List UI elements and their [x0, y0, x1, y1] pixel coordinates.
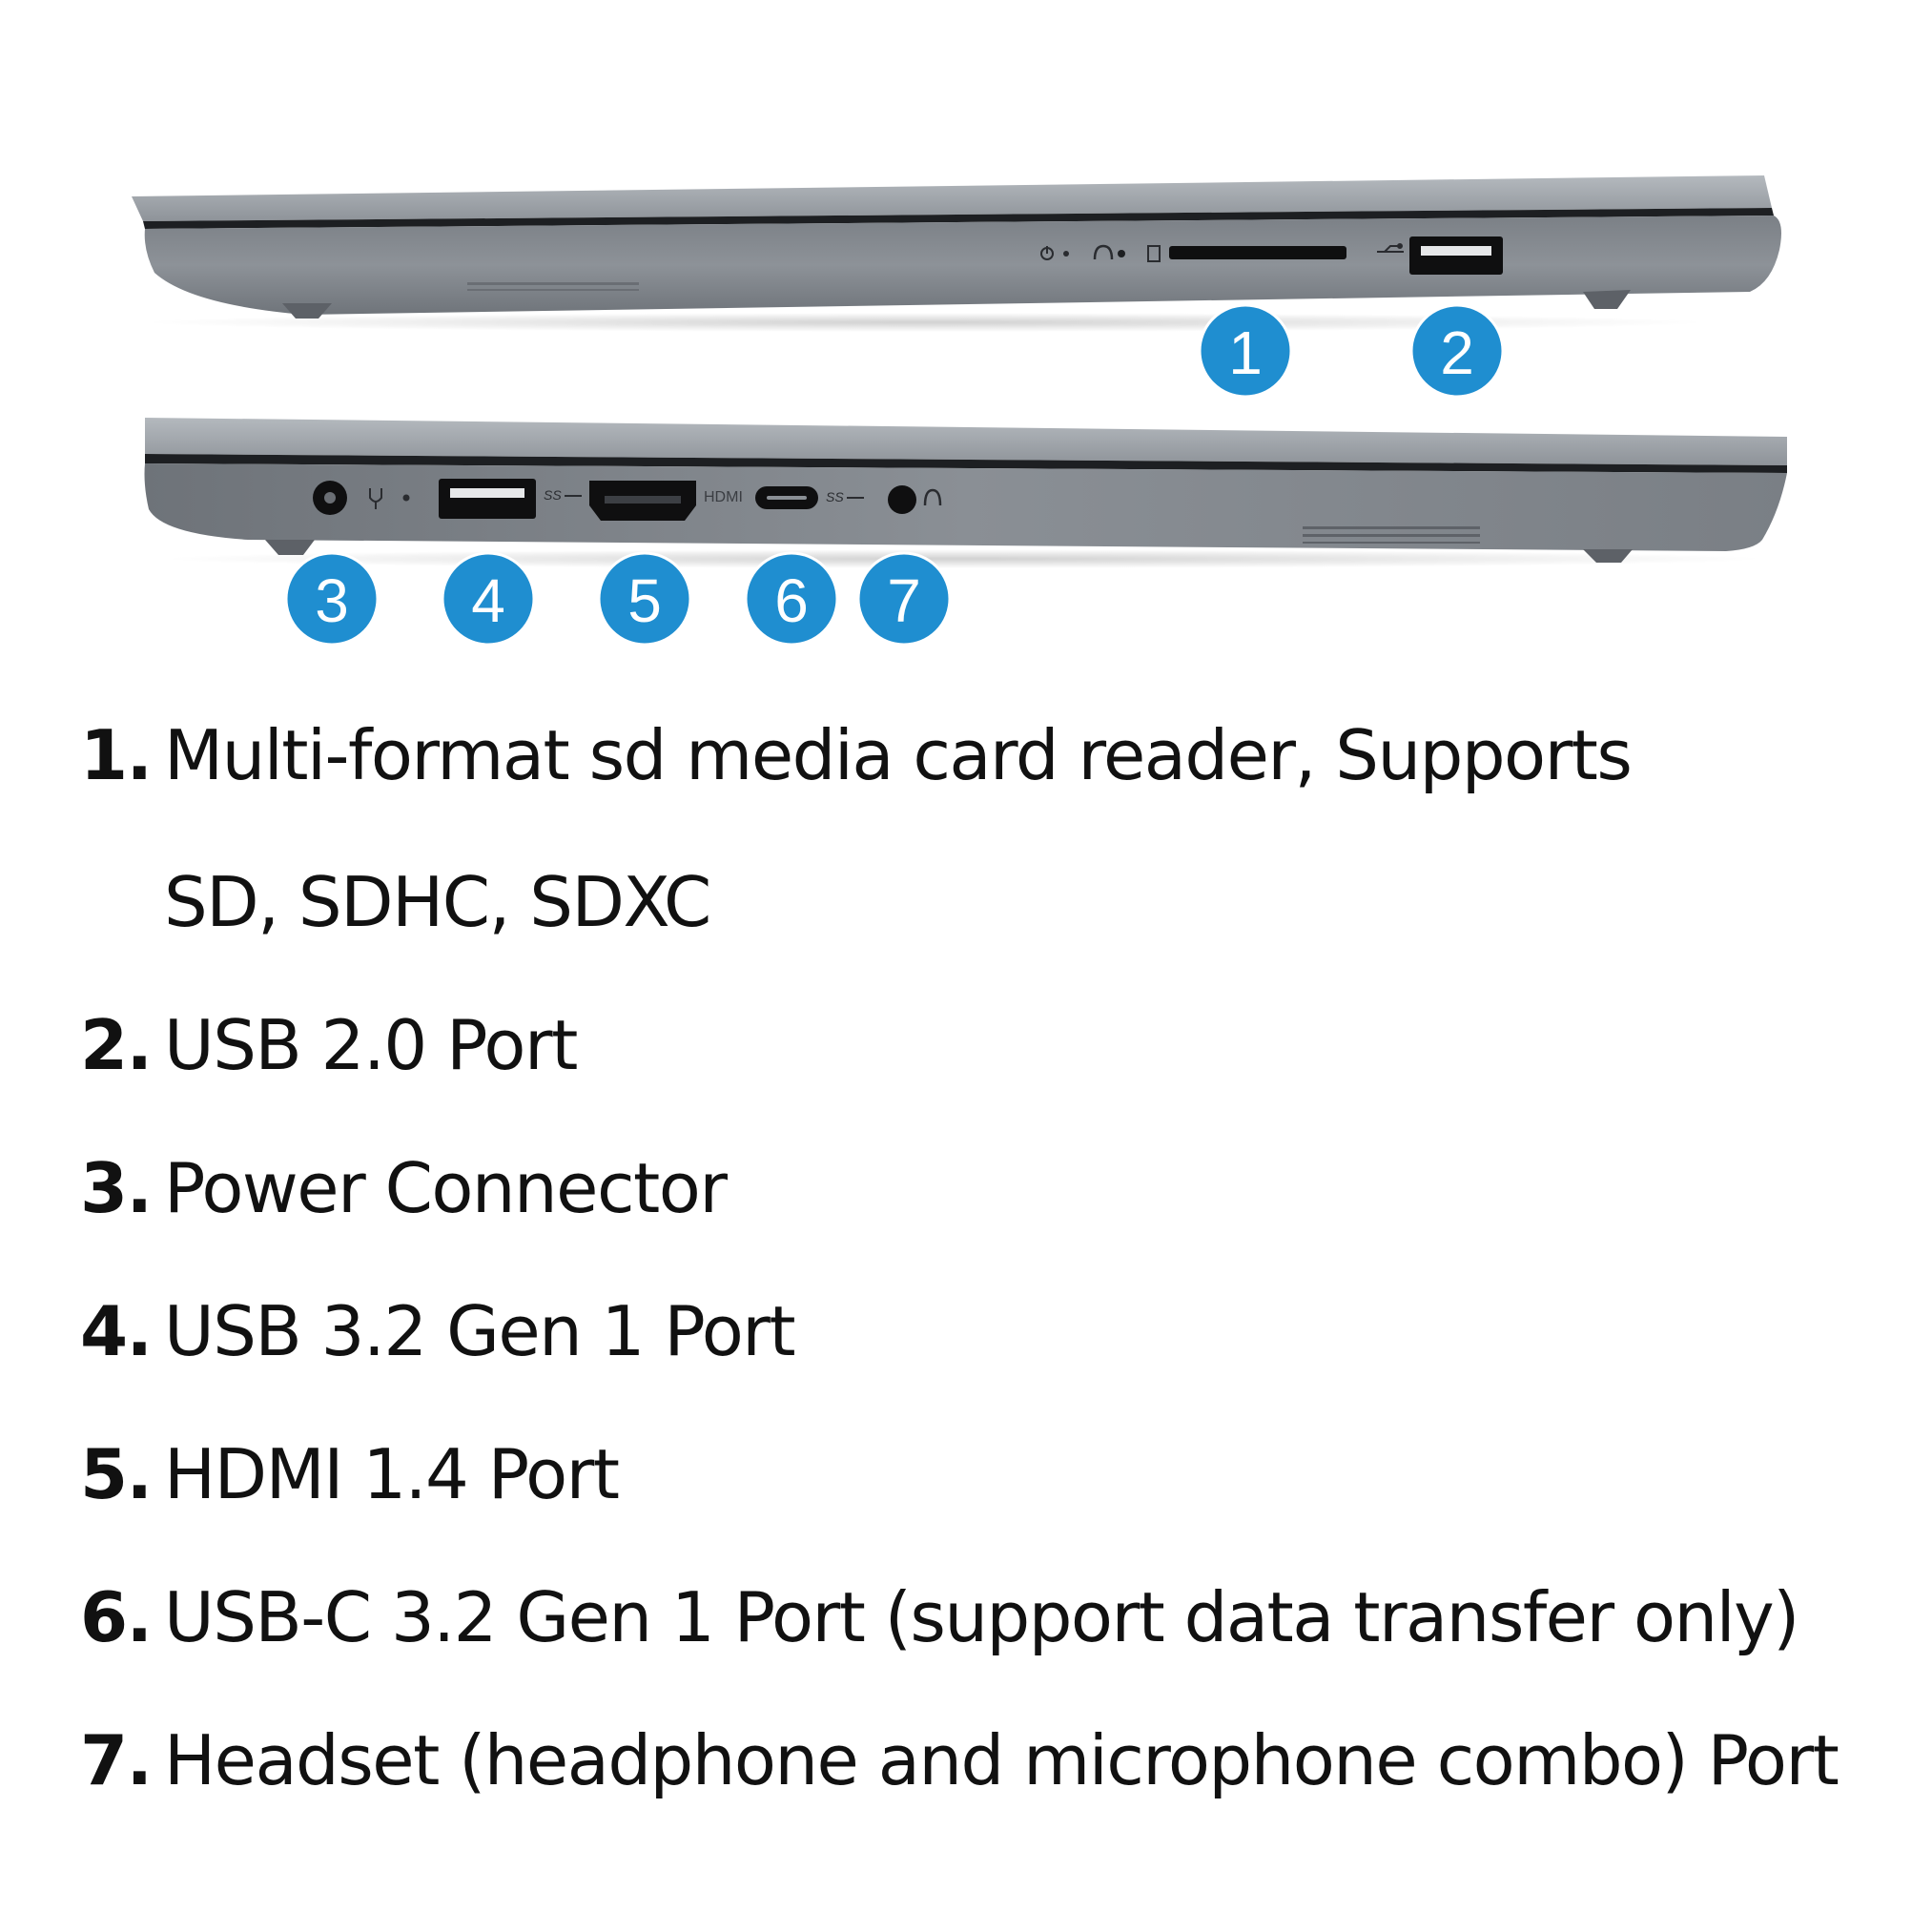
laptop-base: [144, 216, 1782, 315]
list-item: 6. USB-C 3.2 Gen 1 Port (support data tr…: [80, 1577, 1911, 1657]
laptop-base: [144, 463, 1787, 551]
badge-4: 4: [441, 551, 536, 647]
foot: [265, 540, 315, 555]
usb-icon: [1377, 243, 1404, 253]
item-line: SD, SDHC, SDXC: [164, 862, 711, 942]
list-item: 3. Power Connector: [80, 1148, 1911, 1228]
laptop-right-side-view: [132, 175, 1782, 332]
usb-c-port: [755, 486, 818, 509]
svg-text:2: 2: [1440, 319, 1474, 387]
vent: [1303, 526, 1480, 544]
badge-3: 3: [284, 551, 380, 647]
hdmi-port: [589, 481, 696, 521]
list-item: 4. USB 3.2 Gen 1 Port: [80, 1291, 1911, 1371]
item-text: USB 2.0 Port: [164, 1005, 578, 1085]
list-item: 1. Multi-format sd media card reader, Su…: [80, 715, 1911, 942]
badge-2: 2: [1409, 303, 1505, 399]
headset-icon: [923, 488, 942, 506]
laptop-side-views: 1 2: [132, 175, 1787, 647]
svg-text:4: 4: [471, 566, 505, 635]
item-text: HDMI 1.4 Port: [164, 1434, 620, 1514]
power-plug-icon: [369, 488, 382, 509]
superspeed-usb-icon: SS: [544, 487, 582, 503]
badge-5: 5: [597, 551, 692, 647]
item-number: 6.: [80, 1577, 153, 1657]
list-item: 2. USB 2.0 Port: [80, 1005, 1911, 1085]
item-text: Power Connector: [164, 1148, 728, 1228]
item-number: 2.: [80, 1005, 153, 1085]
svg-text:7: 7: [887, 566, 921, 635]
charge-led-icon: [402, 494, 410, 502]
svg-text:SS: SS: [544, 487, 562, 503]
item-text: Multi-format sd media card reader, Suppo…: [164, 715, 1911, 942]
foot: [1583, 549, 1633, 563]
headset-jack: [888, 485, 916, 514]
svg-text:3: 3: [315, 566, 349, 635]
item-number: 3.: [80, 1148, 153, 1228]
list-item: 5. HDMI 1.4 Port: [80, 1434, 1911, 1514]
item-text: Headset (headphone and microphone combo)…: [164, 1720, 1840, 1800]
foot: [1583, 290, 1631, 309]
sd-card-slot: [1169, 246, 1346, 259]
laptop-lid: [145, 418, 1787, 465]
usb-3-port: [439, 479, 536, 519]
usb-2-port: [1409, 236, 1503, 275]
badge-6: 6: [744, 551, 839, 647]
foot: [282, 303, 332, 319]
laptop-side-views-figure: 1 2: [0, 0, 1932, 687]
power-connector-port: [313, 481, 347, 515]
power-led-icon: [1040, 246, 1069, 260]
superspeed-usb-icon: SS: [826, 489, 864, 504]
list-item: 7. Headset (headphone and microphone com…: [80, 1720, 1911, 1800]
item-number: 4.: [80, 1291, 153, 1371]
svg-text:6: 6: [774, 566, 809, 635]
item-number: 5.: [80, 1434, 153, 1514]
item-number: 1.: [80, 715, 153, 795]
port-legend-list: 1. Multi-format sd media card reader, Su…: [80, 687, 1911, 1800]
laptop-left-side-view: SS HDMI SS: [144, 418, 1787, 568]
svg-text:1: 1: [1228, 319, 1263, 387]
headset-led-icon: [1093, 244, 1125, 260]
item-number: 7.: [80, 1720, 153, 1800]
svg-text:SS: SS: [826, 489, 844, 504]
item-text: USB 3.2 Gen 1 Port: [164, 1291, 796, 1371]
item-text: USB-C 3.2 Gen 1 Port (support data trans…: [164, 1577, 1799, 1657]
badge-7: 7: [856, 551, 952, 647]
svg-text:5: 5: [627, 566, 662, 635]
laptop-lid: [132, 175, 1772, 221]
item-line: Multi-format sd media card reader, Suppo…: [164, 715, 1633, 795]
sd-card-icon: [1147, 245, 1161, 262]
hdmi-label: HDMI: [704, 489, 743, 505]
vent: [467, 282, 639, 291]
badge-1: 1: [1198, 303, 1293, 399]
